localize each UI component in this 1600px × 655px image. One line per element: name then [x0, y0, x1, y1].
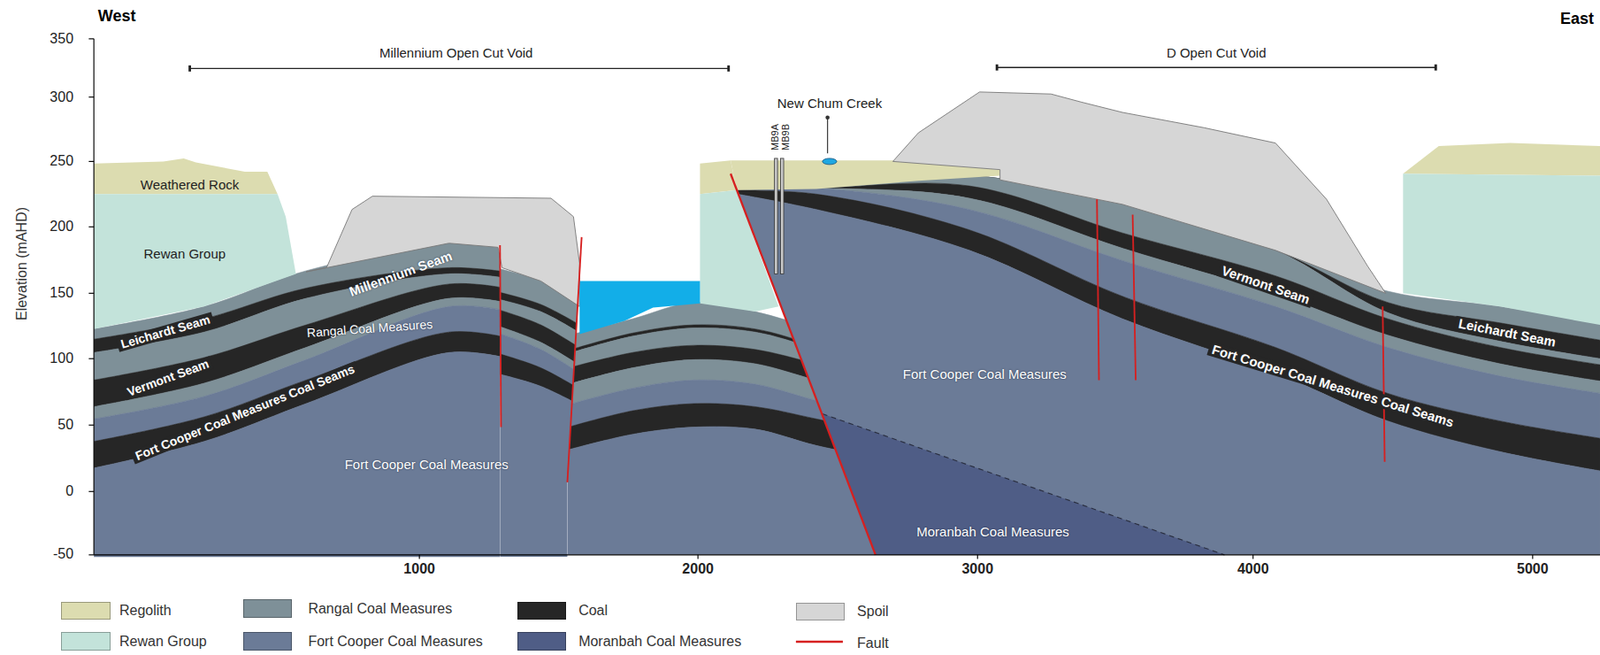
- axis-tick: 350: [49, 30, 74, 47]
- seam-label: Vermont Seam: [122, 355, 215, 400]
- axis-tick: -50: [53, 545, 74, 562]
- axis-tick: 0: [65, 482, 74, 499]
- unit-label: Weathered Rock: [140, 176, 239, 192]
- tick-mark: [88, 553, 94, 555]
- legend-swatch: [517, 601, 567, 621]
- tick-mark: [697, 554, 699, 559]
- bore-label: MB9A: [769, 123, 780, 151]
- rewan-unit: [93, 193, 296, 329]
- bracket-end: [1434, 64, 1438, 71]
- legend-text: Rangal Coal Measures: [307, 599, 452, 616]
- legend-text: Fort Cooper Coal Measures: [307, 632, 483, 649]
- tick-mark: [977, 554, 979, 559]
- unit-label: Fort Cooper Coal Measures: [903, 367, 1067, 383]
- tick-mark: [419, 554, 421, 559]
- axes: [88, 38, 1600, 559]
- legend-swatch: [243, 598, 292, 618]
- bracket-line: [996, 67, 1436, 69]
- x-axis: [93, 553, 1600, 555]
- axis-tick: 5000: [1516, 559, 1549, 576]
- fault-line: [1133, 214, 1136, 380]
- spoil-pile: [892, 91, 1386, 293]
- axis-tick: 300: [49, 88, 74, 105]
- legend-text: Rewan Group: [119, 632, 207, 649]
- fault-line: [1382, 306, 1385, 461]
- fault-line: [730, 173, 876, 555]
- legend-text: Regolith: [119, 602, 172, 619]
- fault-legend-sample: [796, 640, 843, 643]
- axis-tick: 2000: [681, 559, 714, 576]
- axis-tick: 250: [49, 153, 74, 169]
- unit-boundary: [822, 413, 1225, 555]
- axis-tick: 4000: [1237, 559, 1270, 576]
- tick-mark: [88, 96, 94, 98]
- void-label: Millennium Open Cut Void: [379, 45, 533, 61]
- axis-tick: 50: [57, 416, 74, 433]
- spoil-pile: [306, 196, 580, 307]
- compass-label: East: [1560, 8, 1594, 28]
- legend-text: Fault: [857, 635, 889, 651]
- fault-line: [566, 237, 582, 483]
- fault-line: [1096, 199, 1099, 380]
- creek-label: New Chum Creek: [777, 95, 882, 111]
- leader-dot: [825, 114, 830, 120]
- tick-mark: [88, 424, 94, 426]
- compass-label: West: [98, 7, 137, 26]
- axis-title: Elevation (mAHD): [14, 206, 31, 321]
- bore-label: MB9B: [780, 123, 791, 151]
- tick-mark: [88, 490, 94, 492]
- creek-channel: [822, 158, 837, 165]
- axis-tick: 200: [49, 218, 74, 235]
- pit-water: [579, 280, 700, 334]
- legend-text: Moranbah Coal Measures: [578, 632, 742, 649]
- unit-label: Rewan Group: [144, 246, 227, 262]
- bracket-line: [190, 68, 729, 69]
- bore-hole: [774, 158, 778, 274]
- tick-mark: [88, 358, 94, 360]
- axis-tick: 100: [49, 350, 74, 367]
- void-label: D Open Cut Void: [1166, 45, 1267, 61]
- bracket-end: [727, 65, 730, 72]
- regolith-unit: [1402, 143, 1600, 177]
- axis-tick: 150: [49, 284, 74, 301]
- tick-mark: [1531, 554, 1533, 559]
- tick-mark: [88, 38, 94, 39]
- extent-brackets: [190, 64, 1437, 72]
- legend-swatch: [796, 602, 845, 621]
- tick-mark: [1252, 554, 1254, 559]
- bracket-end: [995, 64, 999, 71]
- seam-label: Millennium Seam: [347, 247, 455, 299]
- legend-swatch: [61, 631, 110, 651]
- tick-mark: [88, 160, 94, 162]
- bracket-end: [188, 65, 192, 72]
- tick-mark: [88, 292, 94, 294]
- seam-label: Vermont Seam: [1216, 261, 1315, 307]
- regolith-unit: [93, 158, 278, 194]
- seam-label: Leichardt Seam: [1454, 315, 1562, 350]
- unit-label: Rangal Coal Measures: [306, 316, 433, 340]
- legend-text: Coal: [578, 602, 608, 619]
- strata-band: [93, 352, 506, 560]
- axis-tick: 3000: [961, 559, 994, 576]
- bore-hole: [780, 158, 784, 274]
- legend-text: Spoil: [857, 603, 889, 620]
- legend-swatch: [243, 631, 292, 651]
- unit-label: Moranbah Coal Measures: [916, 523, 1070, 539]
- legend-swatch: [61, 601, 110, 621]
- leader-line: [826, 116, 828, 154]
- y-axis: [93, 38, 95, 555]
- strata: [93, 175, 1600, 559]
- legend-swatch: [517, 631, 567, 651]
- rewan-unit: [699, 190, 779, 312]
- fault-line: [499, 244, 501, 427]
- axis-tick: 1000: [403, 559, 436, 576]
- tick-mark: [88, 226, 94, 228]
- seam-label: Leichardt Seam: [115, 311, 215, 352]
- rewan-unit: [1402, 173, 1600, 325]
- moranbah-unit: [822, 413, 1225, 555]
- seam-label: Fort Cooper Coal Measures Coal Seams: [1206, 341, 1459, 431]
- unit-label: Fort Cooper Coal Measures: [344, 456, 509, 472]
